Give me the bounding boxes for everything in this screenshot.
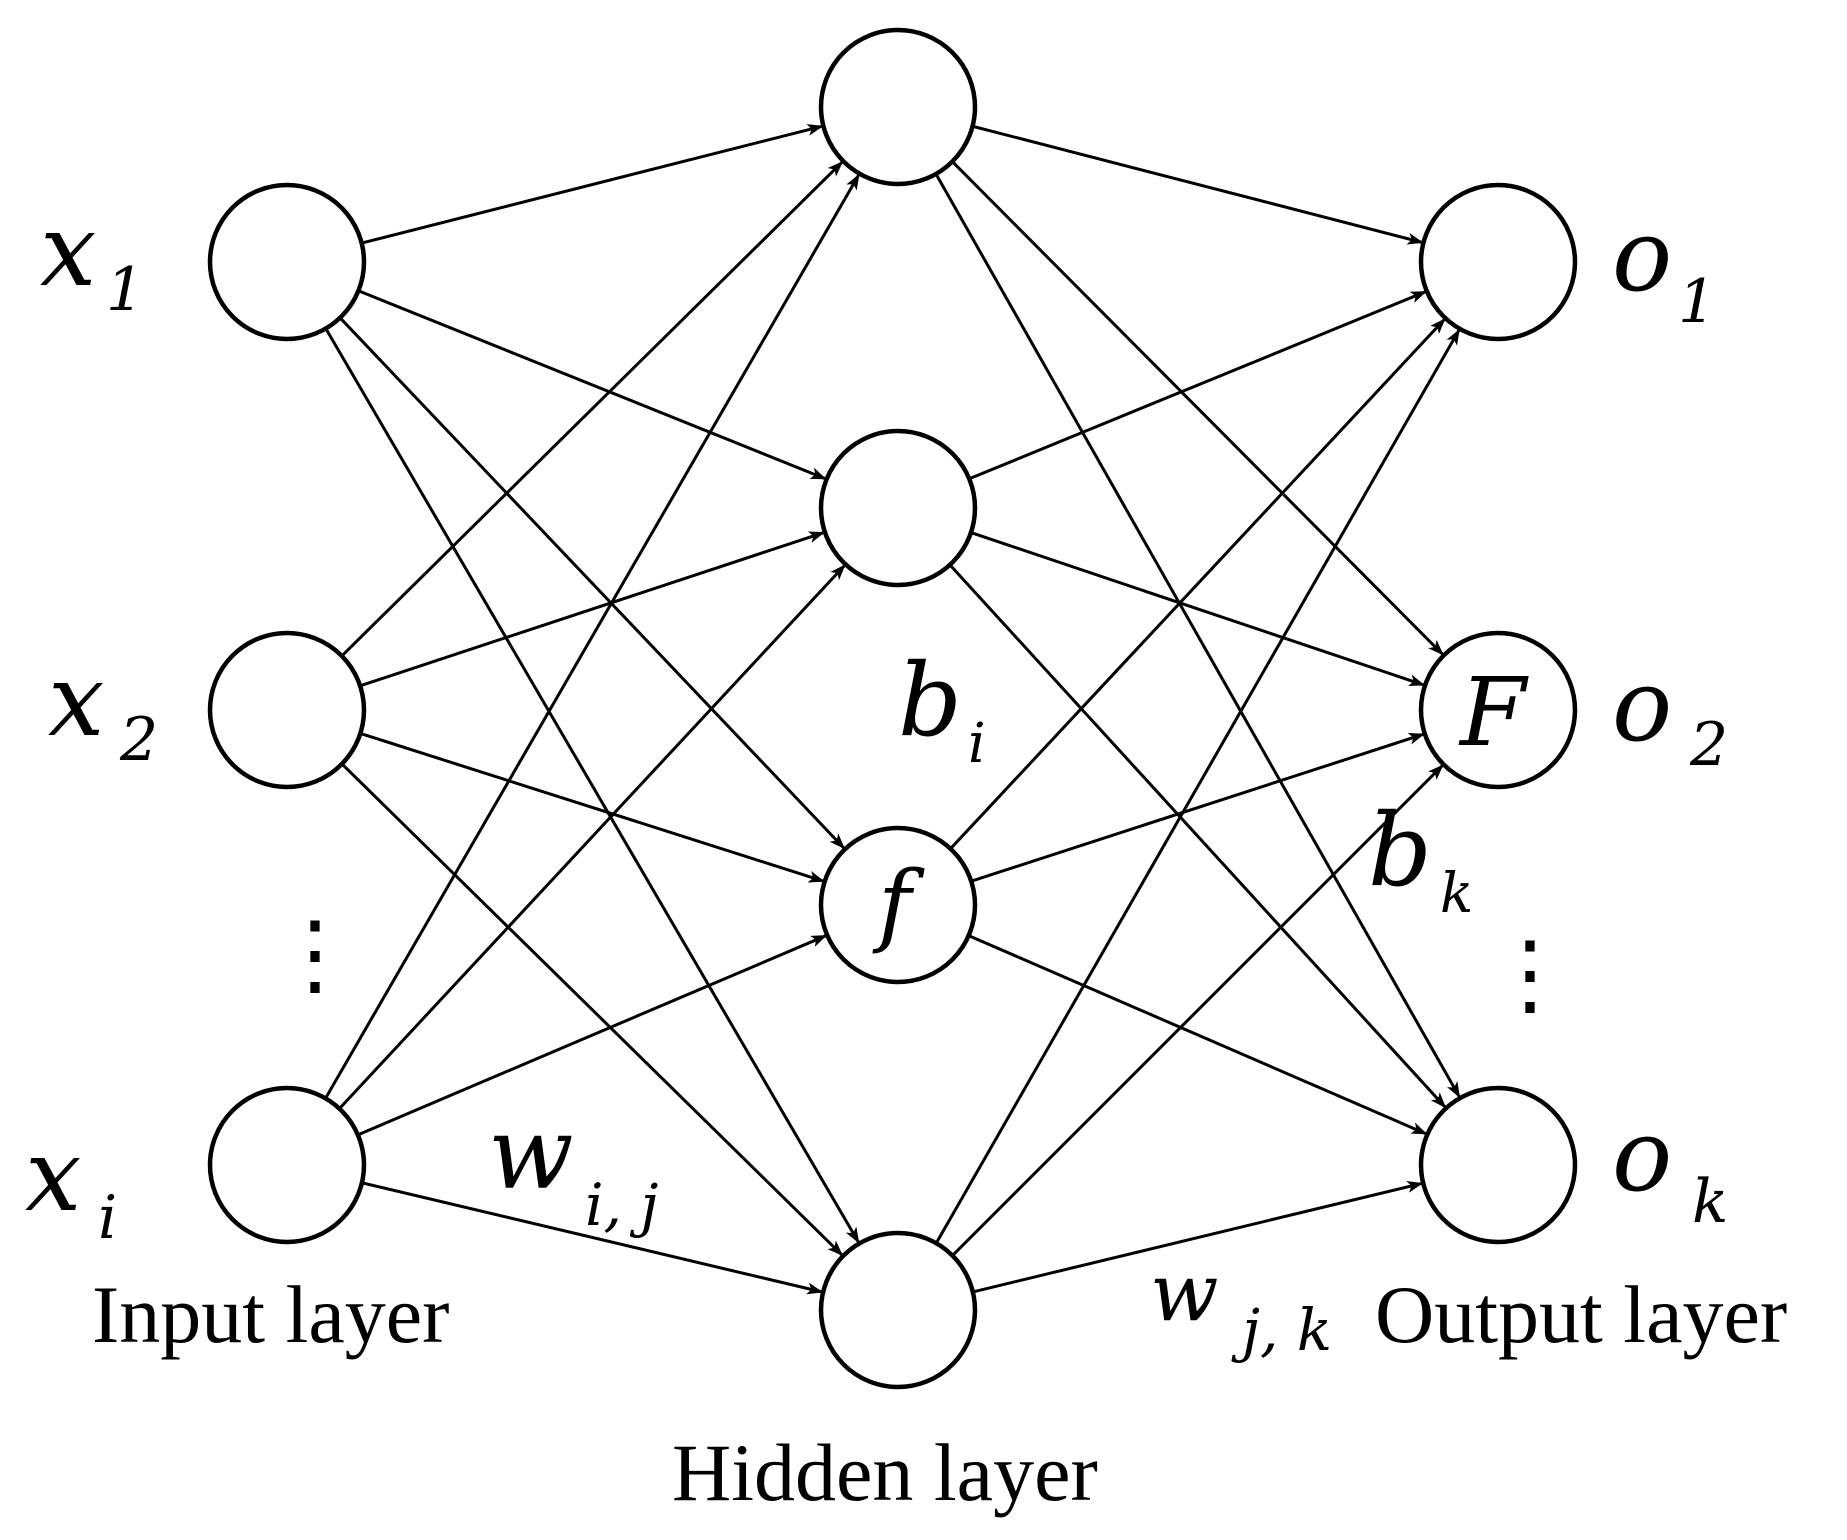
input-hidden-edge-1-4 — [324, 327, 860, 1244]
hidden-layer-caption: Hidden layer — [672, 1427, 1098, 1518]
hidden-output-edge-4-3 — [972, 1181, 1424, 1294]
input-layer-caption: Input layer — [92, 1269, 449, 1360]
input-hidden-edge-1-1 — [361, 124, 824, 245]
output-label-1: o 1 — [1612, 197, 1716, 337]
svg-text:k: k — [1692, 1167, 1728, 1237]
input-label-i: x i — [25, 1117, 117, 1253]
hidden-output-edge-3-3 — [968, 934, 1428, 1135]
input-hidden-edge-2-2 — [359, 531, 825, 688]
svg-text:x: x — [48, 642, 104, 759]
input-layer — [207, 182, 367, 1245]
svg-text:o: o — [1612, 197, 1672, 314]
input-node-2 — [207, 630, 367, 790]
output-bias-label: b k — [1368, 792, 1473, 925]
output-layer-caption: Output layer — [1375, 1269, 1787, 1360]
svg-text:2: 2 — [1689, 710, 1728, 780]
svg-text:1: 1 — [1678, 267, 1716, 337]
input-hidden-edge-1-2 — [357, 289, 827, 480]
hidden-output-edge-3-2 — [970, 732, 1425, 883]
svg-text:2: 2 — [119, 705, 158, 775]
svg-text:1: 1 — [106, 255, 144, 325]
svg-text:o: o — [1612, 1097, 1672, 1214]
svg-text:x: x — [25, 1117, 81, 1234]
input-label-1: x 1 — [40, 192, 144, 325]
input-hidden-edge-2-1 — [340, 161, 844, 657]
input-ellipsis: ⋮ — [270, 906, 360, 1005]
svg-text:j, k: j, k — [1231, 1296, 1332, 1364]
hidden-output-edge-1-3 — [934, 173, 1461, 1099]
svg-text:b: b — [898, 642, 962, 759]
output-layer — [1418, 182, 1578, 1245]
hidden-output-weight-label: w j, k — [1150, 1246, 1332, 1364]
hidden-output-edge-2-3 — [948, 563, 1447, 1109]
hidden-output-edge-2-2 — [970, 531, 1426, 687]
hidden-node-4 — [818, 1230, 978, 1390]
hidden-layer — [818, 27, 978, 1390]
hidden-node-3 — [818, 825, 978, 985]
svg-text:k: k — [1440, 861, 1473, 925]
hidden-output-edge-4-1 — [934, 328, 1461, 1244]
svg-text:b: b — [1368, 792, 1432, 909]
input-hidden-weight-label: w i, j — [488, 1095, 658, 1239]
hidden-output-edge-1-1 — [972, 124, 1424, 245]
output-ellipsis: ⋮ — [1485, 926, 1575, 1025]
hidden-output-edge-4-2 — [951, 764, 1444, 1257]
output-node-k — [1418, 1085, 1578, 1245]
input-node-i — [207, 1085, 367, 1245]
hidden-node-1 — [818, 27, 978, 187]
hidden-output-edge-2-1 — [968, 290, 1427, 481]
svg-text:i: i — [98, 1183, 117, 1253]
input-hidden-edge-3-2 — [338, 564, 846, 1110]
output-label-k: o k — [1612, 1097, 1728, 1237]
output-activation-label: F — [1458, 658, 1529, 768]
input-node-1 — [207, 182, 367, 342]
input-hidden-edge-3-3 — [357, 934, 828, 1137]
hidden-node-2 — [818, 428, 978, 588]
svg-text:o: o — [1612, 647, 1672, 764]
input-hidden-edge-3-1 — [324, 173, 860, 1100]
input-label-2: x 2 — [48, 642, 158, 775]
svg-text:i, j: i, j — [585, 1171, 658, 1239]
output-node-2 — [1418, 630, 1578, 790]
svg-text:i: i — [968, 711, 986, 775]
input-hidden-edge-1-3 — [338, 316, 845, 850]
svg-text:w: w — [1150, 1246, 1218, 1339]
output-label-2: o 2 — [1612, 647, 1728, 780]
input-hidden-edge-3-4 — [361, 1181, 824, 1295]
input-hidden-edge-2-3 — [359, 731, 825, 883]
hidden-bias-label: b i — [898, 642, 986, 775]
hidden-output-edge-1-2 — [951, 160, 1444, 656]
hidden-output-edge-3-1 — [949, 318, 1446, 850]
input-hidden-edge-2-4 — [340, 762, 844, 1257]
connection-edges — [324, 124, 1461, 1295]
output-node-1 — [1418, 182, 1578, 342]
svg-text:w: w — [488, 1095, 574, 1212]
svg-text:x: x — [40, 192, 96, 309]
